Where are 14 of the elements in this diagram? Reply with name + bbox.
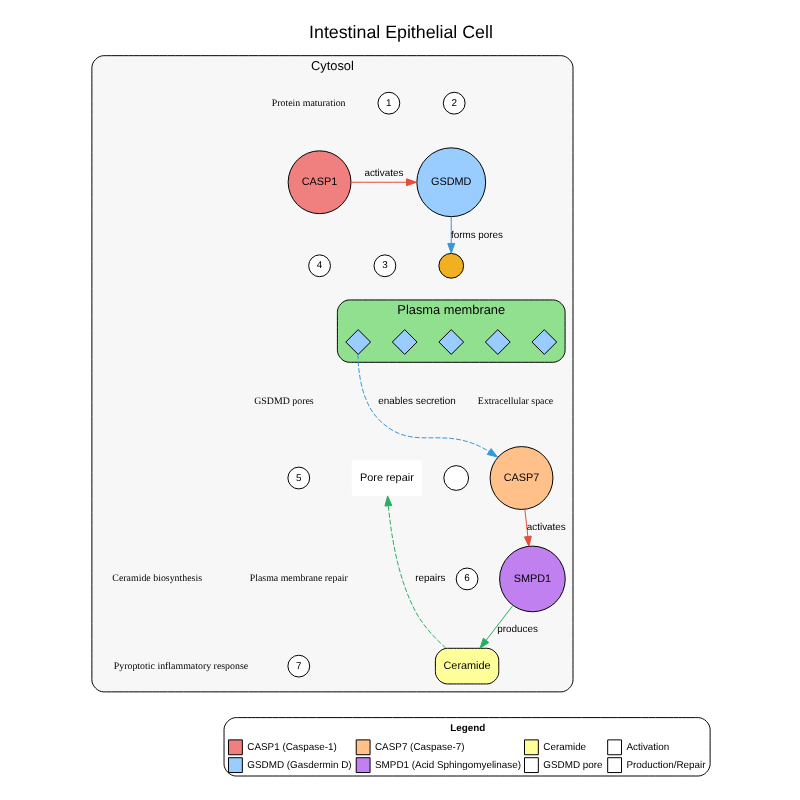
diagram-title: Intestinal Epithelial Cell (308, 22, 492, 43)
node-diamond (390, 329, 417, 355)
node-circle (442, 465, 469, 491)
node-diamond (530, 329, 557, 355)
node-diamond (437, 329, 464, 355)
arrow (383, 495, 446, 649)
node-diamond (344, 329, 371, 355)
node-diamond (483, 329, 510, 355)
node-circle (437, 252, 464, 279)
arrow (446, 216, 455, 254)
arrow (478, 605, 513, 649)
arrow (349, 178, 416, 187)
arrow (356, 353, 497, 458)
arrow (522, 509, 531, 547)
